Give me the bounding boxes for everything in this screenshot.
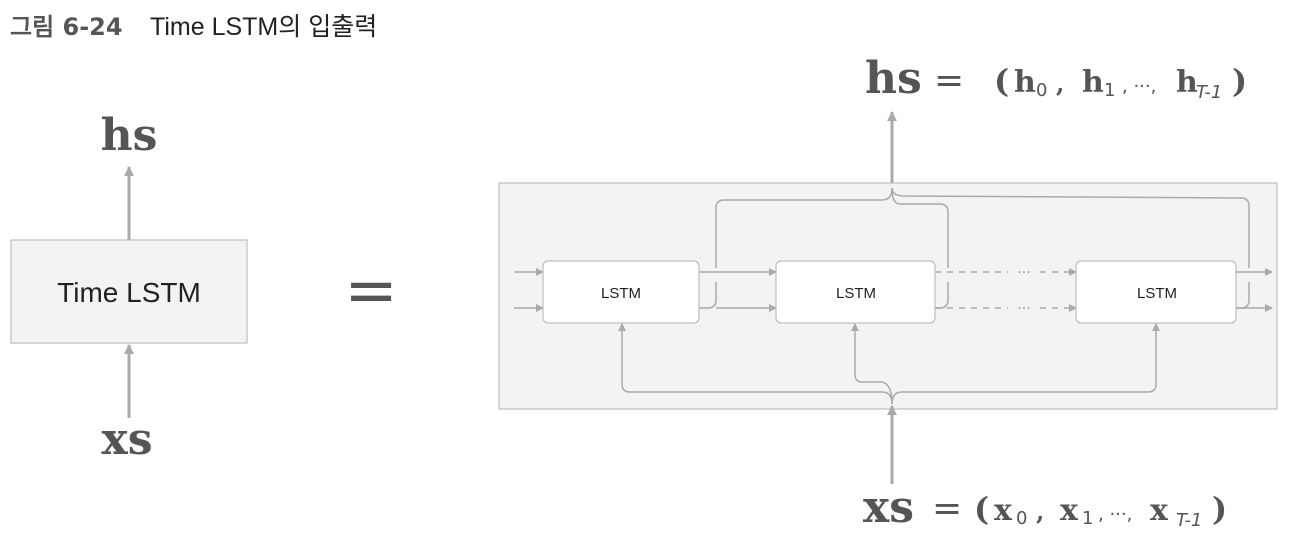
ellipsis-top: ··· [1017,265,1030,281]
input-expr-open: ( [974,490,989,528]
input-expr-item-1-sub: 1 [1082,508,1093,529]
input-expr-item-2-base: x [1150,493,1169,528]
input-expr-close: ) [1212,490,1227,528]
input-expr-item-1-sep: , ···, [1098,504,1132,525]
left-input-label: xs [101,414,152,465]
input-expr-item-0-sep: , [1036,497,1044,526]
output-expr-item-0-base: h [1014,65,1036,100]
input-expr-item-2-sub: T-1 [1176,510,1202,531]
output-expr-eq: = [934,60,964,101]
output-expr-item-1-base: h [1082,65,1104,100]
input-lines [618,323,1160,405]
output-expression: hs = ( h 0 , h 1 , ···, h T-1 ) [865,53,1247,104]
output-expr-item-0-sub: 0 [1036,80,1047,101]
state-flow-lines [514,268,1273,312]
output-expr-open: ( [994,62,1009,100]
input-expr-item-0-sub: 0 [1016,508,1027,529]
ellipsis-bottom: ··· [1017,301,1030,317]
time-lstm-box [10,239,248,344]
figure-label: 그림 6-24 [10,13,123,41]
input-expr-item-1-base: x [1060,493,1079,528]
lstm-cell-1: LSTM [775,260,936,324]
figure-title: Time LSTM의 입출력 [150,13,377,41]
output-expr-item-1-sep: , ···, [1122,76,1156,97]
input-expr-item-0-base: x [994,493,1013,528]
lstm-cell-2: LSTM [1075,260,1237,324]
lstm-cell-0-label: LSTM [601,285,641,302]
hidden-output-lines [715,187,1250,268]
lstm-cell-2-label: LSTM [1137,285,1177,302]
input-expression: xs = ( x 0 , x 1 , ···, x T-1 ) [863,482,1227,533]
output-expr-item-2-base: h [1176,65,1198,100]
output-expr-close: ) [1232,62,1247,100]
output-expr-item-0-sep: , [1056,69,1064,98]
left-output-label: hs [101,110,158,161]
equals-sign: = [344,254,398,328]
output-expr-lhs: hs [865,53,922,104]
lstm-cell-1-label: LSTM [836,285,876,302]
output-expr-item-2-sub: T-1 [1196,82,1222,103]
input-expr-eq: = [932,488,962,529]
time-lstm-box-label: Time LSTM [57,277,201,308]
input-expr-lhs: xs [863,482,914,533]
output-expr-item-1-sub: 1 [1104,80,1115,101]
lstm-cell-0: LSTM [542,260,700,324]
